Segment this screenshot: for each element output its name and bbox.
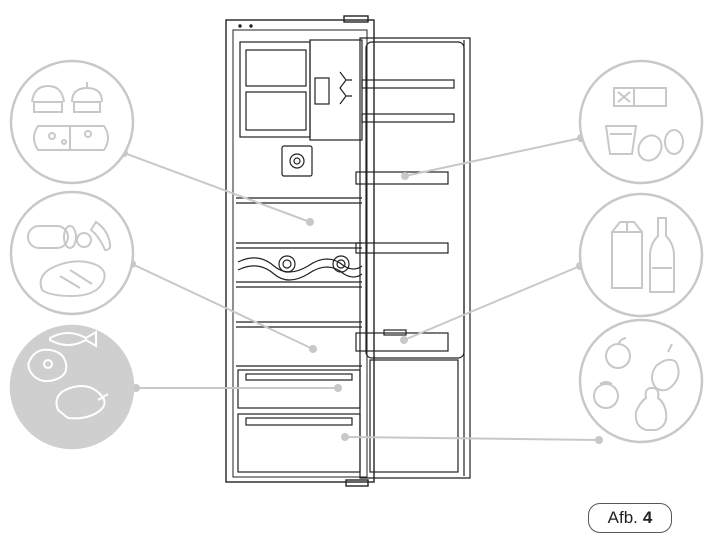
door-bottom-panel [369,359,459,473]
leader-dot [309,345,317,353]
leader-line [344,436,600,441]
door-shelf [355,242,449,254]
leader-line [403,265,581,341]
cabinet-inner [232,29,368,478]
light-housing [281,145,313,177]
lower-drawer-handle [245,417,353,426]
door-shelf [361,79,455,89]
figure-caption-number: 4 [642,508,653,527]
bottle-clip [383,329,407,336]
bottle-end [278,255,296,273]
light-icon-center [293,157,301,165]
door-outline [359,37,471,479]
sausage-ham-icon [9,190,135,316]
top-compartment-door [309,39,363,141]
bakery-cheese-icon [9,59,135,185]
door-liner [365,41,465,359]
leader-dot [341,433,349,441]
top-door-handle [314,77,330,105]
butter-yogurt-eggs-icon [578,59,704,185]
leader-dot [401,172,409,180]
light-icon [289,153,305,169]
control-dot [249,24,253,28]
snowflake-icon [339,71,352,105]
light-unit [281,145,313,177]
leader-line [131,263,314,350]
leader-dots [120,134,603,444]
top-compartment [239,39,363,141]
milk-wine-bottle-icon [578,192,704,318]
fruit-vegetables-icon [578,318,704,444]
bottle-rack [237,265,363,281]
bottle-end [332,255,350,273]
top-compartment-shelf [245,91,307,131]
door-shelf-lower [355,332,449,352]
upper-drawer-handle [245,373,353,381]
leader-dot [400,336,408,344]
fridge-shelves [236,197,363,367]
leader-line [123,152,311,223]
bottle-end-inner [336,259,346,269]
meat-fish-poultry-icon [9,324,135,450]
figure-caption: Afb.4 [588,503,672,533]
figure-caption-prefix: Afb. [607,508,638,527]
leader-dot [595,436,603,444]
leader-line [404,137,582,177]
top-compartment-frame [239,41,311,138]
leader-dot [334,384,342,392]
leader-dot [306,218,314,226]
crisper-drawers [237,369,361,473]
top-compartment-shelf [245,49,307,87]
cabinet-outline [225,19,375,483]
bottle-rack [237,257,363,273]
lower-drawer [237,413,361,473]
control-dot [238,24,242,28]
bottom-hinge [345,479,369,487]
door-shelf-upper [355,171,449,185]
door-shelf [361,113,455,123]
top-hinge [343,15,369,23]
bottle-end-inner [282,259,292,269]
fridge-door [355,37,471,479]
leader-lines [123,137,600,441]
